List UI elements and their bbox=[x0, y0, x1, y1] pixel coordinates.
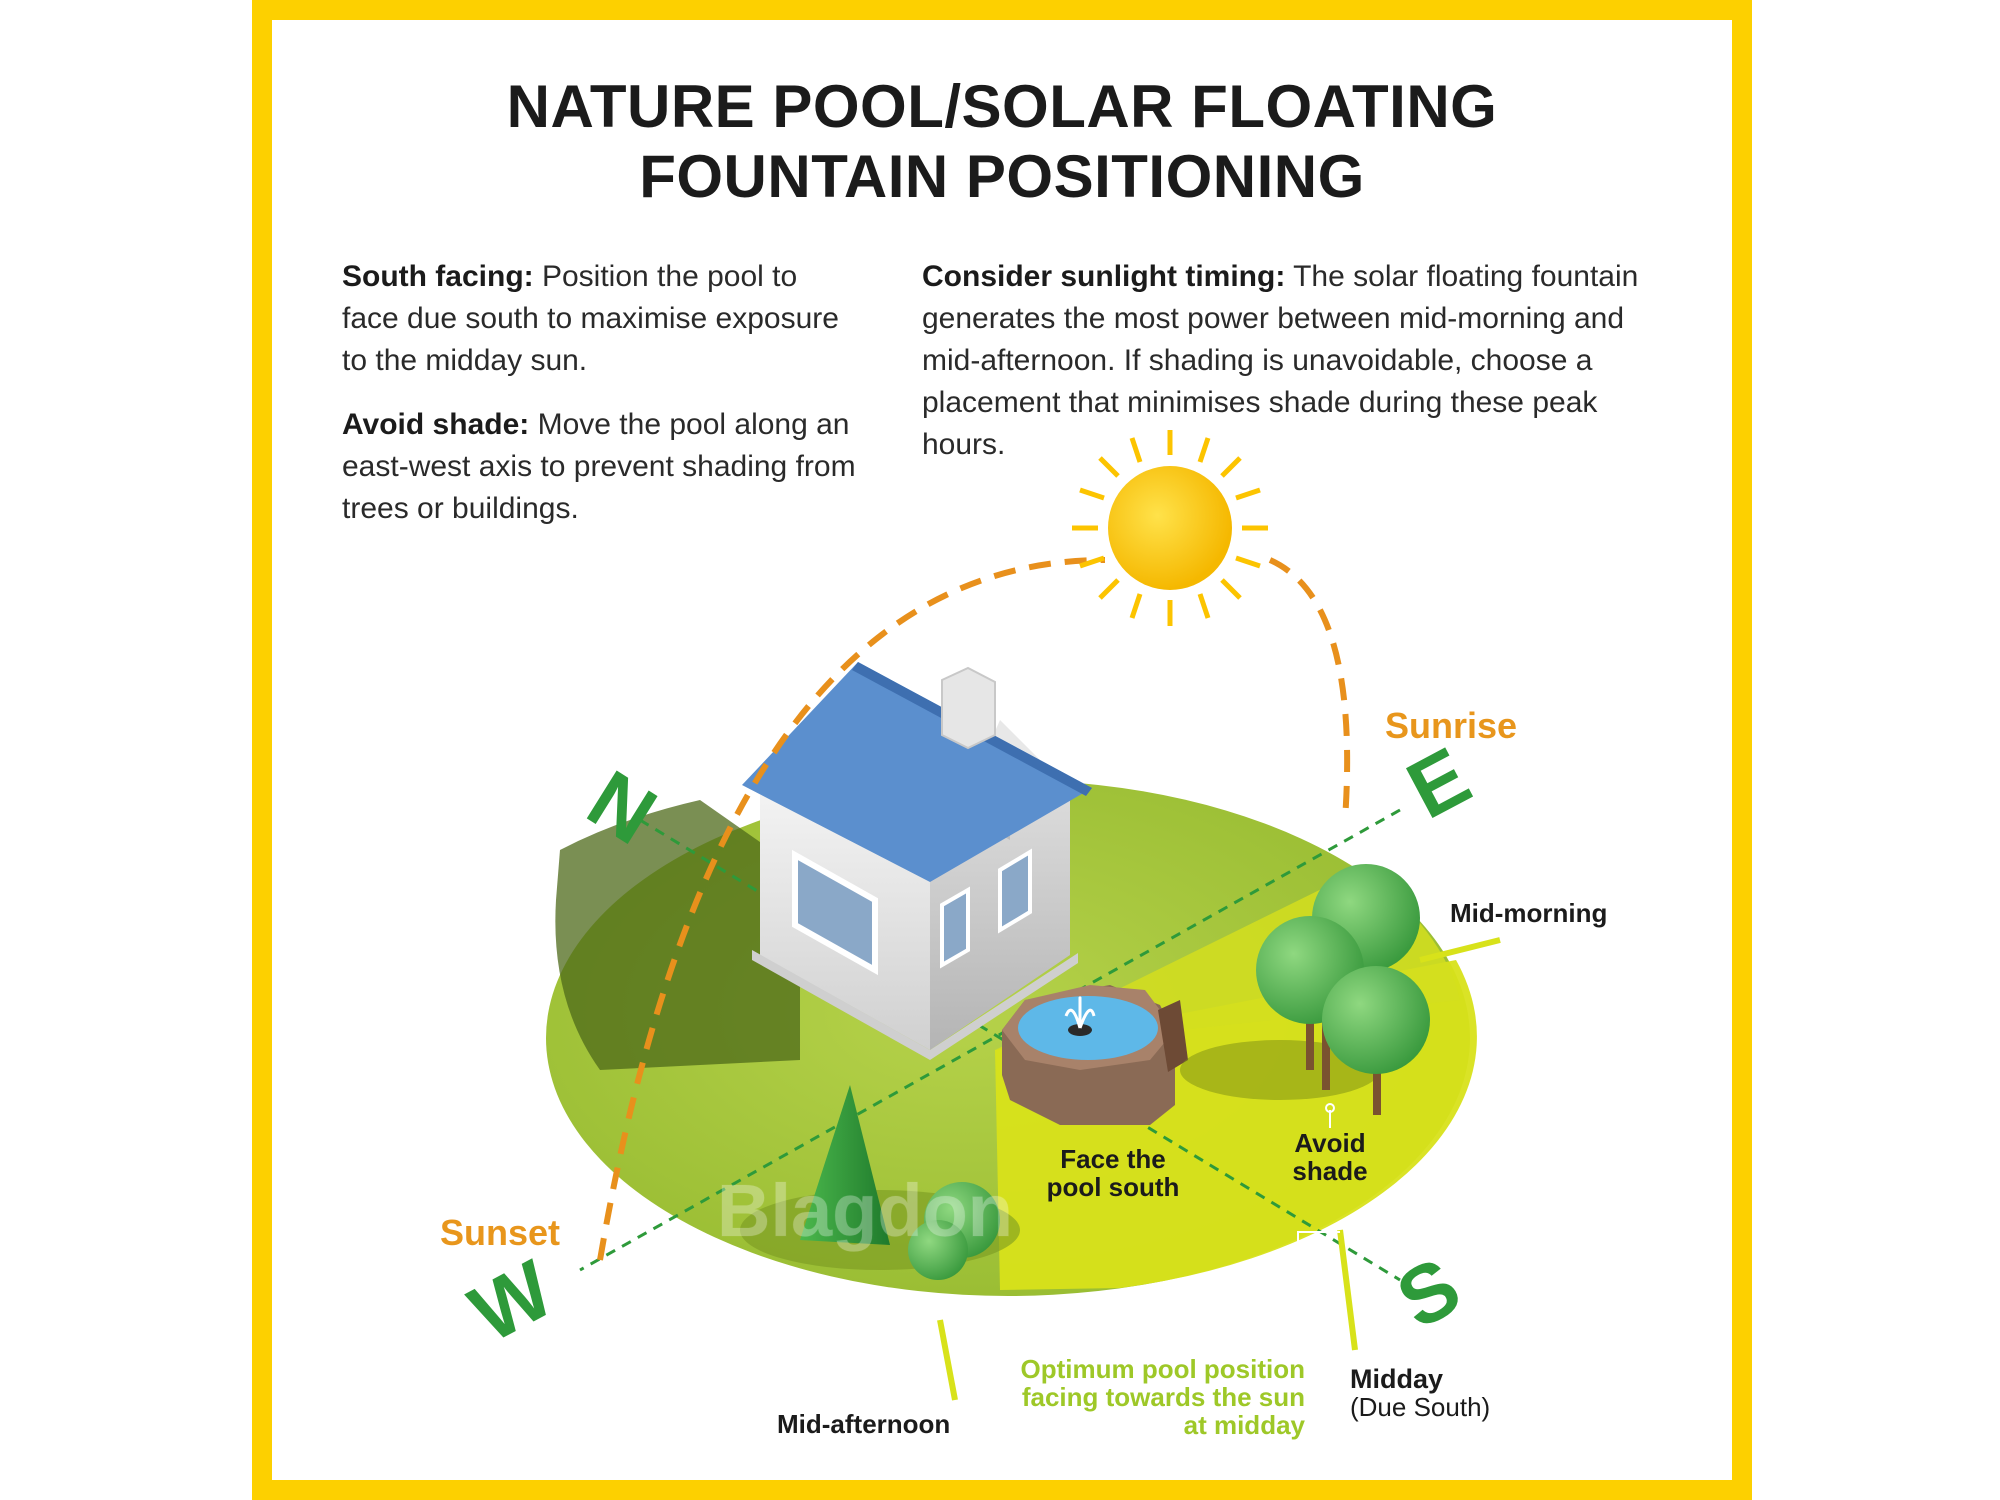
house-window-side-2 bbox=[998, 848, 1032, 934]
east-west-axis bbox=[579, 808, 1401, 1272]
tip-avoid-shade-heading: Avoid shade: bbox=[342, 408, 530, 441]
compass-south: S bbox=[1383, 1240, 1476, 1346]
sun-icon bbox=[1072, 430, 1268, 626]
tree-trunk-2 bbox=[1306, 1000, 1314, 1070]
sun-rays bbox=[1072, 430, 1268, 626]
sun-path-east bbox=[1268, 557, 1351, 821]
optimum-label-2: facing towards the sun bbox=[1022, 1382, 1305, 1412]
house-window-side-1 bbox=[940, 886, 970, 969]
title-line-2: FOUNTAIN POSITIONING bbox=[639, 143, 1365, 210]
bush-2 bbox=[908, 1220, 968, 1280]
fountain-spray bbox=[1064, 996, 1096, 1029]
pool bbox=[1002, 985, 1188, 1125]
sun-disc bbox=[1108, 466, 1232, 590]
title-line-1: NATURE POOL/SOLAR FLOATING bbox=[506, 73, 1498, 140]
house-roof bbox=[742, 662, 1092, 882]
pool-ladder bbox=[1158, 1000, 1188, 1072]
conifer-group bbox=[740, 1085, 1020, 1280]
mid-afternoon-label: Mid-afternoon bbox=[777, 1409, 950, 1439]
compass-west: W bbox=[456, 1243, 568, 1360]
tip-avoid-shade: Avoid shade: Move the pool along an east… bbox=[342, 404, 862, 530]
sun-path bbox=[597, 557, 1106, 1261]
tip-south-facing-heading: South facing: bbox=[342, 260, 534, 293]
mid-morning-label: Mid-morning bbox=[1450, 898, 1607, 928]
avoid-shade-pin-head bbox=[1325, 1103, 1335, 1113]
mid-morning-leader bbox=[1419, 937, 1501, 963]
avoid-shade-label-2: shade bbox=[1292, 1156, 1367, 1186]
house bbox=[742, 662, 1092, 1060]
optimum-leader bbox=[1297, 1231, 1340, 1362]
fountain-pump bbox=[1068, 1024, 1092, 1036]
page-title: NATURE POOL/SOLAR FLOATING FOUNTAIN POSI… bbox=[252, 72, 1752, 212]
tree-cluster bbox=[1180, 864, 1430, 1115]
conifer-tree bbox=[800, 1085, 890, 1245]
house-chimney bbox=[941, 666, 996, 750]
avoid-shade-label-1: Avoid bbox=[1294, 1128, 1365, 1158]
tip-south-facing: South facing: Position the pool to face … bbox=[342, 256, 862, 382]
face-pool-label-2: pool south bbox=[1047, 1172, 1180, 1202]
due-south-label: (Due South) bbox=[1350, 1392, 1490, 1422]
sunrise-label: Sunrise bbox=[1385, 705, 1517, 746]
compass-east: E bbox=[1393, 730, 1484, 836]
house-window-front bbox=[792, 849, 878, 976]
midday-leader bbox=[1337, 1229, 1358, 1351]
mid-afternoon-leader bbox=[937, 1319, 958, 1401]
tip-sunlight-timing-heading: Consider sunlight timing: bbox=[922, 260, 1286, 293]
watermark: Blagdon bbox=[717, 1169, 1013, 1252]
house-base bbox=[752, 950, 1078, 1060]
tip-sunlight-timing-text: The solar floating fountain generates th… bbox=[922, 260, 1639, 461]
optimum-label-3: at midday bbox=[1184, 1410, 1306, 1440]
face-pool-label-1: Face the bbox=[1060, 1144, 1166, 1174]
tip-avoid-shade-text: Move the pool along an east-west axis to… bbox=[342, 408, 856, 525]
sunset-label: Sunset bbox=[440, 1212, 560, 1253]
midday-label: Midday bbox=[1350, 1364, 1443, 1394]
tip-south-facing-text: Position the pool to face due south to m… bbox=[342, 260, 839, 377]
optimum-label-1: Optimum pool position bbox=[1020, 1354, 1305, 1384]
tip-sunlight-timing: Consider sunlight timing: The solar floa… bbox=[922, 256, 1682, 466]
house-shadow bbox=[555, 800, 800, 1070]
tree-crown-3 bbox=[1322, 966, 1430, 1074]
